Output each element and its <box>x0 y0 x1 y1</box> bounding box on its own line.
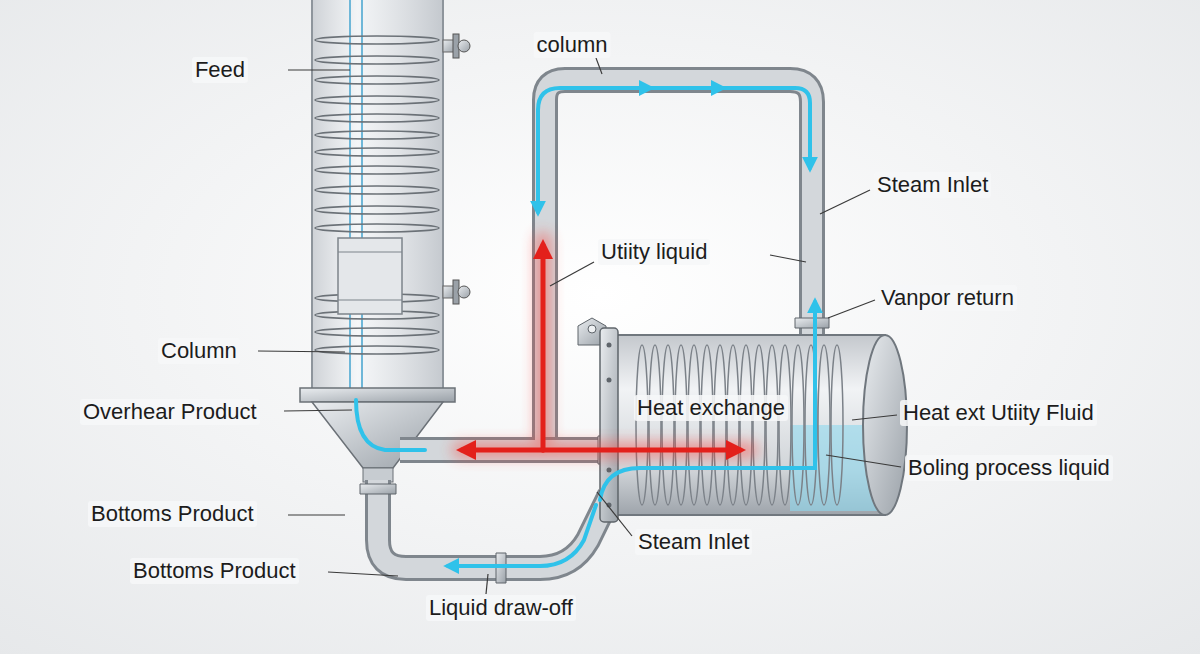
product-label: Bottoms Product <box>130 558 299 584</box>
product-label: Bottoms Product <box>88 501 257 527</box>
inlet-label: Steam Inlet <box>874 172 991 198</box>
pipe-label: column <box>534 32 611 58</box>
fluid-label: Heat ext Utiity Fluid <box>900 400 1097 426</box>
return-label: Vanpor return <box>878 285 1017 311</box>
distillation-column <box>300 0 470 482</box>
leader-lines <box>258 58 901 594</box>
product-label: Overhear Product <box>80 399 260 425</box>
heat-exchanger <box>578 318 907 522</box>
column-label: Column <box>158 338 240 364</box>
drawoff-label: Liquid draw-off <box>426 595 576 621</box>
liquid-label: Boling process liquid <box>905 455 1113 481</box>
flow-arrows <box>356 88 815 566</box>
inlet-label: Steam Inlet <box>635 529 752 555</box>
fluid-label: Utiity liquid <box>598 239 710 265</box>
exchanger-label: Heat exchange <box>634 395 788 421</box>
feed-label: Feed <box>192 57 248 83</box>
